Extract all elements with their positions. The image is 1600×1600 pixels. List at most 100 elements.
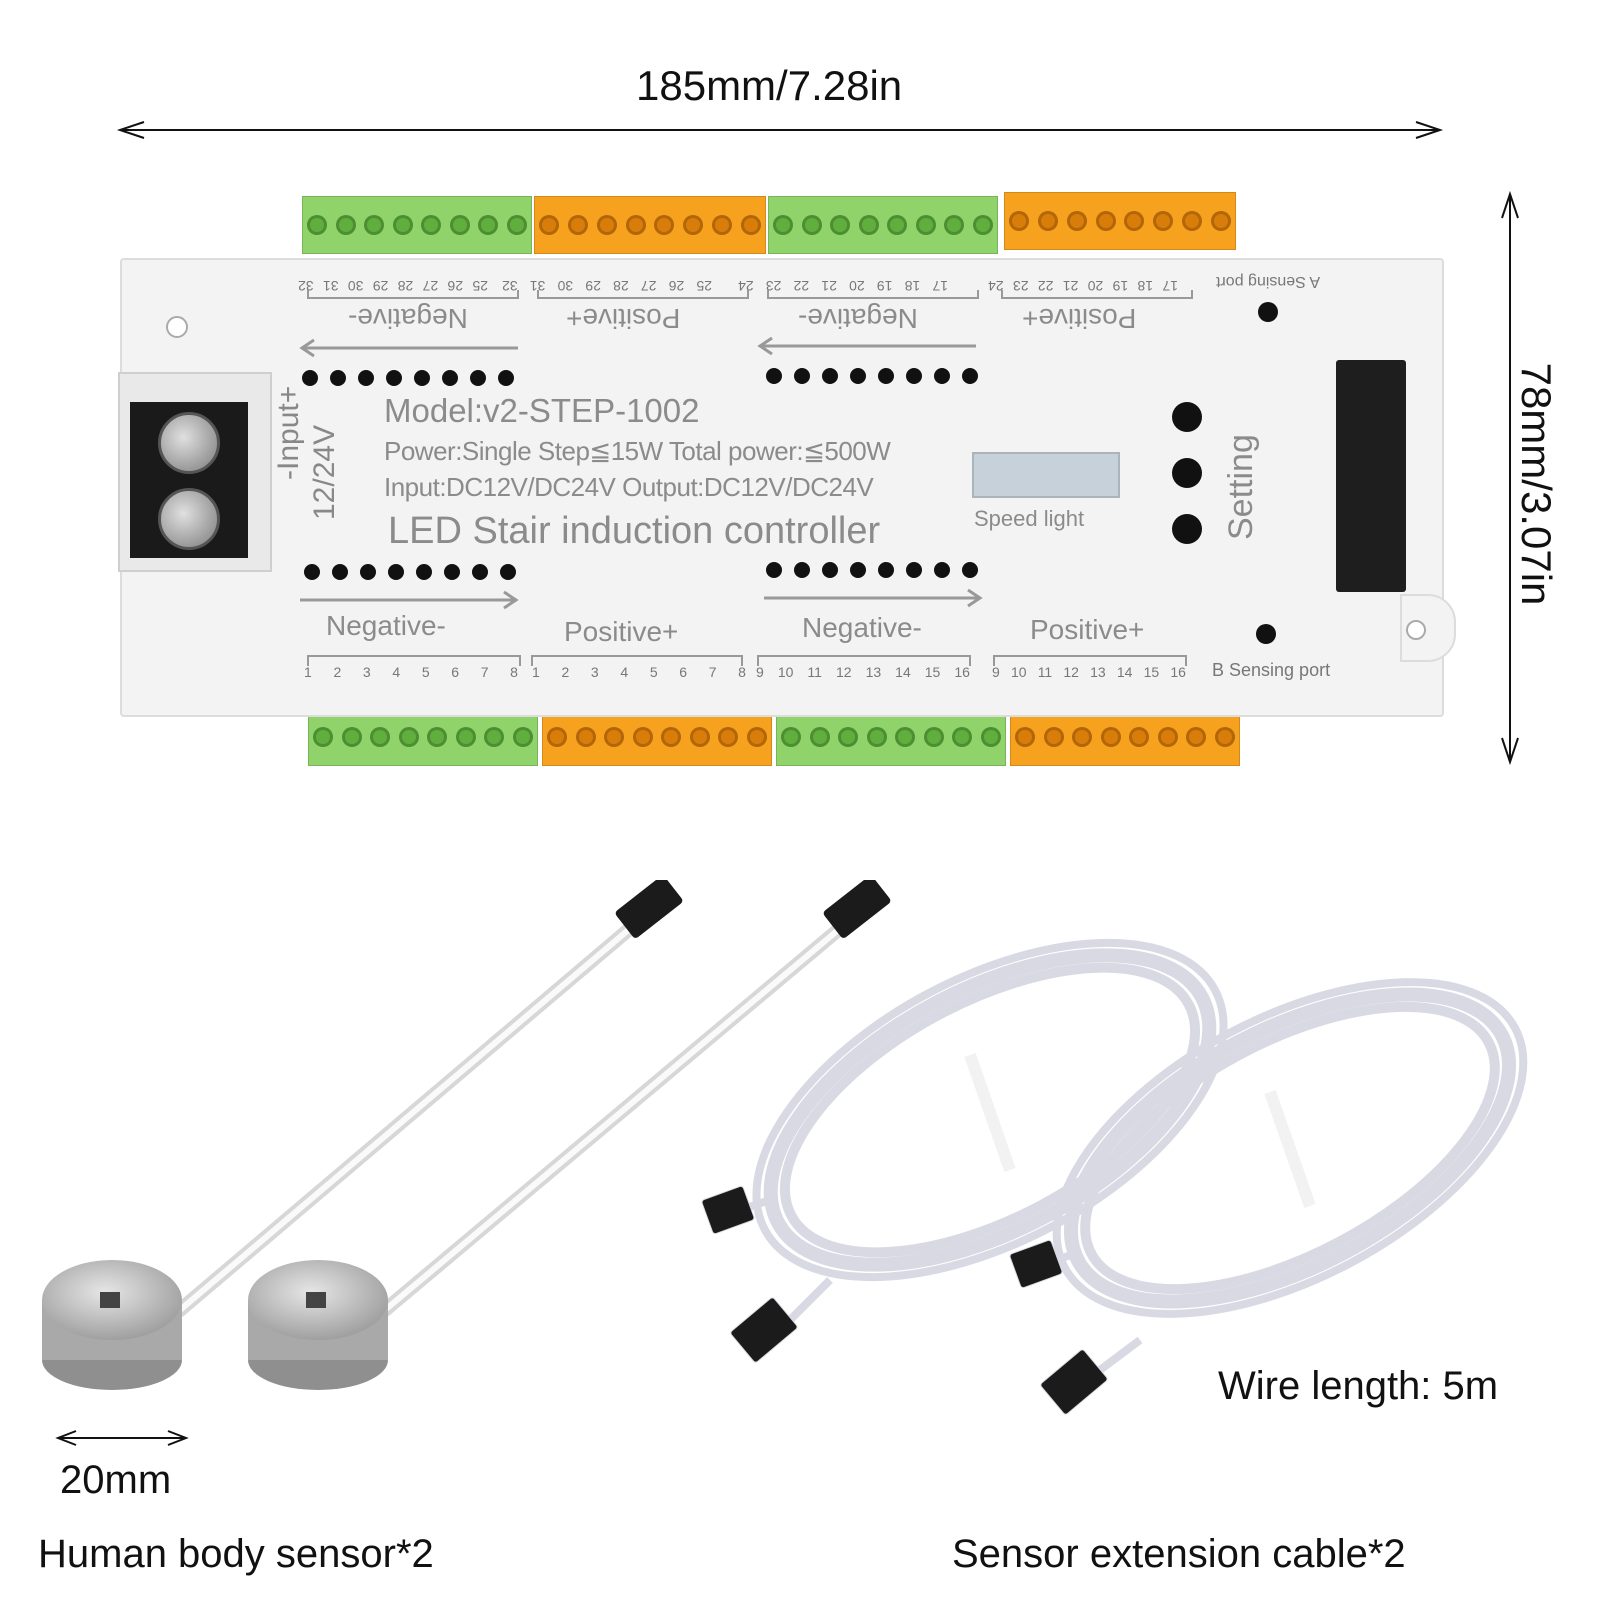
screw-icon: [773, 215, 794, 235]
pin-number: 12: [835, 664, 852, 680]
pin-number: 7: [708, 664, 717, 680]
pin-number: 14: [895, 664, 911, 680]
pin-number: 6: [679, 664, 688, 680]
screw-icon: [809, 727, 830, 747]
setting-up-button[interactable]: [1172, 402, 1202, 432]
screw-icon: [632, 727, 653, 747]
screw-icon: [455, 727, 476, 747]
screw-icon: [661, 727, 682, 747]
a-sensing-port[interactable]: [1258, 302, 1278, 322]
input-voltage: 12/24V: [308, 424, 341, 520]
height-dimension-arrow: [1501, 190, 1519, 766]
b-sensing-port[interactable]: [1256, 624, 1276, 644]
pin-number: 11: [807, 664, 822, 680]
screw-icon: [801, 215, 822, 235]
led-dot: [850, 368, 866, 384]
screw-icon: [781, 727, 802, 747]
led-dot: [766, 562, 782, 578]
screw-icon: [740, 215, 761, 235]
screw-icon: [1124, 211, 1145, 231]
width-dimension-arrow: [116, 121, 1444, 139]
a-sensing-port-label: A Sensing port: [1216, 273, 1321, 290]
screw-icon: [683, 215, 704, 235]
screw-icon: [1181, 211, 1202, 231]
screw-icon: [158, 412, 220, 474]
led-dot: [906, 562, 922, 578]
pin-number: 7: [480, 664, 489, 680]
led-dot: [386, 370, 402, 386]
screw-icon: [972, 215, 993, 235]
screw-icon: [923, 727, 944, 747]
screw-icon: [711, 215, 732, 235]
setting-mode-button[interactable]: [1172, 458, 1202, 488]
screw-icon: [944, 215, 965, 235]
screw-icon: [830, 215, 851, 235]
foam-pad: [1336, 360, 1406, 592]
screw-icon: [398, 727, 419, 747]
screw-icon: [1214, 727, 1235, 747]
pin-number: 14: [1116, 664, 1133, 680]
screw-icon: [449, 215, 470, 235]
led-dot: [472, 564, 488, 580]
top-brackets: [307, 290, 1193, 299]
led-dot: [302, 370, 318, 386]
screw-icon: [625, 215, 646, 235]
setting-down-button[interactable]: [1172, 514, 1202, 544]
led-dot: [794, 562, 810, 578]
screw-icon: [1095, 211, 1116, 231]
led-row-top-right: [766, 368, 978, 384]
led-dot: [822, 562, 838, 578]
pin-number: 6: [451, 664, 460, 680]
power-text: Power:Single Step≦15W Total power:≦500W: [384, 436, 891, 466]
pin-number: 8: [738, 664, 746, 680]
io-text: Input:DC12V/DC24V Output:DC12V/DC24V: [384, 472, 874, 502]
screw-icon: [392, 215, 413, 235]
top-label-2: Positive+: [566, 303, 681, 334]
screw-icon: [1009, 211, 1030, 231]
pin-number: 5: [649, 664, 658, 680]
led-dot: [388, 564, 404, 580]
height-dimension-label: 78mm/3.07in: [1513, 362, 1560, 606]
pin-number: 1: [532, 664, 540, 680]
screw-icon: [421, 215, 442, 235]
screw-icon: [1210, 211, 1231, 231]
pin-number: 5: [421, 664, 430, 680]
mounting-hole: [166, 316, 188, 338]
top-label-4: Positive+: [1022, 303, 1137, 334]
pin-number: 9: [992, 664, 1000, 680]
screw-icon: [575, 727, 596, 747]
screw-icon: [1066, 211, 1087, 231]
screw-icon: [341, 727, 362, 747]
screw-icon: [858, 215, 879, 235]
width-dimension-label: 185mm/7.28in: [636, 62, 903, 109]
led-dot: [794, 368, 810, 384]
screw-icon: [335, 215, 356, 235]
screw-icon: [1015, 727, 1036, 747]
bottom-label-1: Negative-: [326, 610, 446, 641]
led-dot: [878, 368, 894, 384]
pin-number: 4: [620, 664, 629, 680]
top-label-3: Negative-: [798, 303, 918, 334]
led-row-bottom-right: [766, 562, 978, 578]
pin-number: 9: [756, 664, 764, 680]
pin-number: 10: [1010, 664, 1027, 680]
screw-icon: [718, 727, 739, 747]
pin-number: 12: [1063, 664, 1079, 680]
screw-icon: [1153, 211, 1174, 231]
pin-number: 13: [1090, 664, 1106, 680]
screw-icon: [895, 727, 916, 747]
led-dot: [962, 562, 978, 578]
sensor-wire-2: [378, 880, 891, 1317]
cable-caption: Sensor extension cable*2: [952, 1532, 1406, 1576]
terminal-block-top-2: [534, 196, 766, 254]
pin-number: 15: [924, 664, 941, 680]
pin-number: 13: [865, 664, 882, 680]
led-dot: [330, 370, 346, 386]
extension-cable-coil-2: [1009, 978, 1528, 1415]
power-terminal: [130, 402, 248, 558]
controller-name: LED Stair induction controller: [388, 510, 881, 552]
human-sensor-icon: [42, 1260, 182, 1390]
